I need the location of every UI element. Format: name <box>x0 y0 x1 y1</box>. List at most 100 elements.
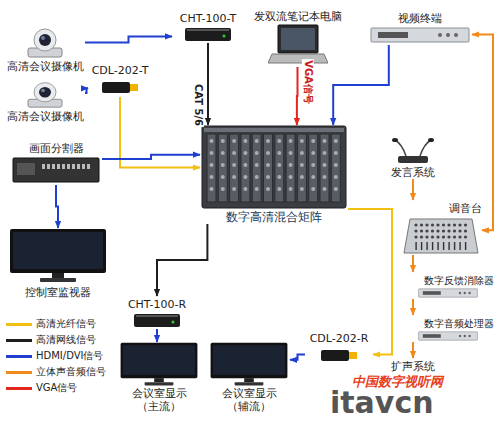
signal-connector <box>412 299 414 315</box>
device-label: 会议室显示 （辅流） <box>216 387 282 413</box>
device-icon <box>24 26 66 58</box>
signal-label: CAT 5/6 <box>192 82 204 126</box>
signal-connector <box>156 329 158 342</box>
device-icon-box <box>122 311 192 329</box>
device-label: CHT-100-T <box>180 12 236 25</box>
device-node: CHT-100-T <box>172 10 244 43</box>
device-icon <box>24 80 66 108</box>
signal-label: VGA信号 <box>301 59 313 105</box>
device-icon-box <box>200 125 348 209</box>
device-icon <box>12 155 100 185</box>
device-icon-box <box>5 80 85 108</box>
device-icon-box <box>10 155 102 185</box>
signal-connector <box>412 342 414 358</box>
device-icon-box <box>402 287 494 299</box>
device-icon-box <box>368 25 472 45</box>
device-node: 视频终端 <box>368 10 472 45</box>
device-node: 发言系统 <box>373 136 453 179</box>
device-node: 发双流笔记本电脑 <box>250 8 345 67</box>
device-label: 发言系统 <box>391 166 435 179</box>
device-icon-box <box>172 25 244 43</box>
device-icon <box>100 77 140 97</box>
legend-text: 高清网线信号 <box>36 334 96 346</box>
device-label: 高清会议摄像机 <box>7 110 84 123</box>
device-icon-box <box>88 77 152 97</box>
device-icon <box>402 215 480 255</box>
device-label: CHT-100-R <box>128 298 186 311</box>
device-icon-box <box>400 215 482 255</box>
device-icon <box>418 287 478 299</box>
signal-connector <box>157 224 207 296</box>
legend-line <box>6 355 32 358</box>
device-node: 高清会议摄像机 <box>5 80 85 123</box>
legend-line <box>6 387 32 390</box>
device-icon-box <box>305 345 373 365</box>
legend-line <box>6 371 32 374</box>
legend-text: HDMI/DVI信号 <box>36 350 103 362</box>
device-node: 数字反馈消除器 <box>402 272 494 299</box>
signal-connector <box>472 35 493 231</box>
device-node: 数字音频处理器 <box>402 315 494 342</box>
device-label: 扩声系统 <box>391 358 435 373</box>
legend-text: 立体声音频信号 <box>36 366 106 378</box>
device-label: 视频终端 <box>398 12 442 25</box>
device-icon <box>388 136 438 164</box>
device-label: 调音台 <box>449 202 482 215</box>
device-icon-box <box>208 342 290 387</box>
device-label: 发双流笔记本电脑 <box>254 10 342 23</box>
device-label: CDL-202-R <box>310 332 369 345</box>
device-label: CDL-202-T <box>92 64 149 77</box>
device-node: 扩声系统 <box>385 358 441 373</box>
legend-text: VGA信号 <box>36 382 77 394</box>
device-node: 调音台 <box>400 200 482 255</box>
device-node: 画面分割器 <box>10 140 102 185</box>
device-icon <box>370 25 470 45</box>
device-icon-box <box>373 136 453 164</box>
signal-connector <box>290 355 305 360</box>
device-label: 数字反馈消除器 <box>424 274 494 287</box>
legend-line <box>6 323 32 326</box>
device-label: 会议室显示 （主流） <box>126 387 192 413</box>
device-icon-box <box>118 342 200 387</box>
signal-connector <box>296 67 299 125</box>
device-icon <box>268 23 328 67</box>
device-node: CHT-100-R <box>122 296 192 329</box>
device-icon <box>133 311 181 329</box>
signal-connector <box>85 36 172 42</box>
device-icon-box <box>6 228 110 284</box>
device-icon <box>184 25 232 43</box>
signal-connector <box>85 88 88 93</box>
signal-connector <box>412 255 414 272</box>
signal-connector <box>412 179 414 200</box>
signal-connector <box>56 185 58 228</box>
device-icon-box <box>402 330 494 342</box>
signal-connector <box>120 97 200 168</box>
device-label: 数字高清混合矩阵 <box>226 211 322 224</box>
device-icon <box>209 342 289 387</box>
device-icon <box>8 228 108 284</box>
device-label: 高清会议摄像机 <box>7 60 84 73</box>
watermark-text: itavcn <box>330 386 434 420</box>
signal-connector <box>102 155 200 159</box>
device-icon <box>418 330 478 342</box>
device-icon-box <box>250 23 345 67</box>
device-label: 画面分割器 <box>29 142 84 155</box>
device-icon <box>201 125 347 209</box>
device-node: 控制室监视器 <box>6 228 110 299</box>
device-node: CDL-202-R <box>305 330 373 365</box>
device-label: 控制室监视器 <box>25 286 91 299</box>
device-icon <box>119 342 199 387</box>
signal-connector <box>207 43 209 125</box>
device-node: CDL-202-T <box>88 62 152 97</box>
device-label: 数字音频处理器 <box>424 317 494 330</box>
device-node: 会议室显示 （辅流） <box>208 342 290 413</box>
device-node: 高清会议摄像机 <box>5 26 85 73</box>
device-node: 会议室显示 （主流） <box>118 342 200 413</box>
legend-line <box>6 339 32 342</box>
device-icon <box>319 345 359 365</box>
device-icon-box <box>5 26 85 58</box>
legend-text: 高清光纤信号 <box>36 318 96 330</box>
